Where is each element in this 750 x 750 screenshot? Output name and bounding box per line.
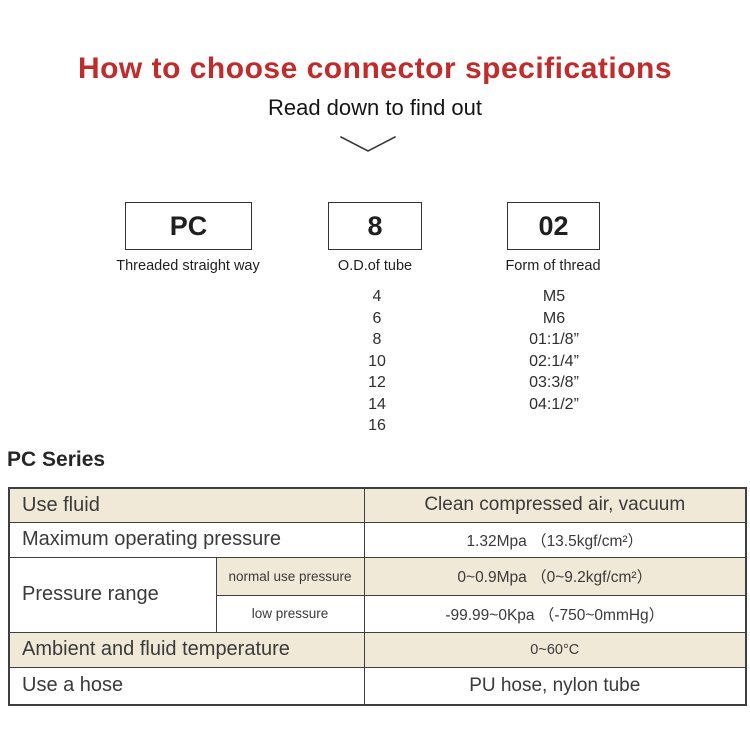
spec-value-normal-pressure: 0~0.9Mpa （0~9.2kgf/cm²） [363,556,747,596]
tube-option: 4 [372,288,382,305]
chevron-down-icon [340,136,396,152]
spec-table: Use fluid Clean compressed air, vacuum M… [8,487,747,706]
table-row: low pressure -99.99~0Kpa （-750~0mmHg） [9,594,747,633]
thread-form-code: 02 [538,210,569,241]
tube-od-label: O.D.of tube [337,258,413,274]
tube-option: 14 [368,395,386,413]
tube-option: 10 [368,352,386,370]
spec-value-max-pressure: 1.32Mpa （13.5kgf/cm²） [363,521,747,558]
spec-value-low-pressure: -99.99~0Kpa （-750~0mmHg） [363,594,747,633]
thread-form-options: M5 M6 01:1/8” 02:1/4” 03:3/8” 04:1/2” [479,286,629,415]
spec-value-hose: PU hose, nylon tube [363,666,747,706]
series-code: PC [169,210,208,241]
spec-label-max-pressure: Maximum operating pressure [8,521,365,558]
thread-option: 02:1/4” [529,352,579,370]
tube-option: 6 [372,309,382,327]
series-label: Threaded straight way [116,258,260,274]
tube-option: 16 [368,417,386,434]
thread-option: 03:3/8” [529,374,579,391]
spec-label-use-fluid: Use fluid [8,487,365,523]
tube-od-options: 4 6 8 10 12 14 16 [327,286,427,437]
series-section-title: PC Series [7,448,106,471]
spec-sublabel-normal-pressure: normal use pressure [215,556,365,596]
page-title: How to choose connector specifications [77,52,673,85]
code-box-thread-form: 02 [507,202,600,250]
spec-label-pressure-range: Pressure range [8,556,217,633]
table-row: Ambient and fluid temperature 0~60°C [8,631,747,668]
tube-od-code: 8 [367,210,383,241]
code-box-series: PC [125,202,252,250]
thread-form-label: Form of thread [505,258,601,274]
code-box-tube-od: 8 [328,202,422,250]
spec-label-hose: Use a hose [8,666,365,706]
thread-option: M5 [542,288,566,305]
spec-label-temperature: Ambient and fluid temperature [8,631,365,668]
table-row: Use a hose PU hose, nylon tube [8,666,747,706]
spec-value-temperature: 0~60°C [363,631,747,668]
tube-option: 12 [368,374,386,391]
table-row: Maximum operating pressure 1.32Mpa （13.5… [8,521,747,558]
thread-option: 04:1/2” [529,395,579,413]
thread-option: 01:1/8” [529,331,579,348]
spec-value-use-fluid: Clean compressed air, vacuum [363,487,747,523]
spec-sublabel-low-pressure: low pressure [215,594,365,633]
table-row: Use fluid Clean compressed air, vacuum [8,487,747,523]
thread-option: M6 [542,309,566,327]
table-row: Pressure range normal use pressure 0~0.9… [8,556,747,633]
tube-option: 8 [372,331,382,348]
page-subtitle: Read down to find out [267,95,483,120]
